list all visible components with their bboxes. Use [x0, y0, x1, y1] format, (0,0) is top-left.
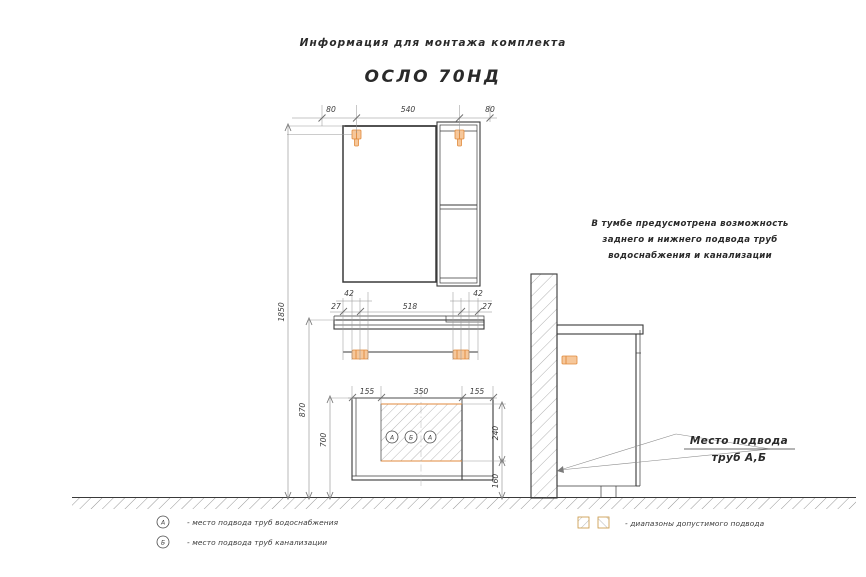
zone-marker-b-center: Б [404, 430, 418, 444]
callout-line-2: труб А,Б [712, 452, 767, 464]
dim-vanity-right-outer: 42 [473, 289, 483, 298]
dimension-height-counter: 870 [298, 316, 336, 501]
legend-text-sewer: - место подвода труб канализации [187, 538, 327, 547]
page-title: Информация для монтажа комплекта [300, 37, 567, 49]
dimension-chain-vanity-top: 42 27 518 42 27 [330, 289, 492, 360]
dim-mirror-center: 540 [401, 105, 416, 114]
dimension-zone-upper: 240 [462, 400, 506, 465]
mirror-mount-bracket-right [454, 129, 465, 147]
legend-row-ranges: - диапазоны допустимого подвода [577, 516, 765, 529]
cabinet-note-line-2: заднего и нижнего подвода труб [601, 234, 777, 245]
dim-vanity-left-outer: 42 [344, 289, 354, 298]
side-connection-marker [561, 355, 578, 365]
cabinet-note-line-3: водоснабжения и канализации [608, 250, 772, 261]
dimension-zone-lower: 160 [491, 457, 506, 501]
legend-text-water: - место подвода труб водоснабжения [187, 518, 339, 527]
dim-zone-upper: 240 [491, 426, 500, 441]
mirror-cabinet-front-view [342, 121, 481, 287]
dim-zone-lower: 160 [491, 474, 500, 489]
floor-hatching [72, 496, 856, 509]
zone-marker-label: Б [409, 435, 413, 442]
callout-leader [557, 433, 771, 473]
wall-section-hatched [530, 273, 558, 499]
vanity-front-view [333, 315, 485, 353]
legend-row-sewer: Б - место подвода труб канализации [156, 535, 327, 549]
cabinet-side-view [556, 324, 644, 497]
dim-base-center: 350 [414, 387, 429, 396]
dim-height-counter: 870 [298, 403, 307, 418]
dim-vanity-right-inner: 27 [482, 302, 492, 311]
dimension-height-zone: 700 [319, 394, 354, 501]
dim-base-right: 155 [470, 387, 485, 396]
dim-height-total: 1850 [277, 302, 286, 321]
dimension-chain-mirror-top: 80 540 80 [292, 105, 497, 133]
dim-vanity-left-inner: 27 [331, 302, 341, 311]
zone-marker-a-right: А [423, 430, 437, 444]
dimension-chain-base-top: 155 350 155 [348, 386, 498, 404]
legend-swatch-hatch-left [597, 516, 610, 529]
dimension-height-total: 1850 [277, 122, 345, 501]
zone-marker-label: А [427, 435, 432, 442]
legend-text-ranges: - диапазоны допустимого подвода [625, 519, 765, 528]
dim-vanity-center: 518 [403, 302, 418, 311]
legend-row-water: А - место подвода труб водоснабжения [156, 515, 339, 529]
legend-symbol-b: Б [161, 540, 165, 547]
legend-symbol-a: А [160, 520, 165, 527]
dim-height-zone: 700 [319, 433, 328, 448]
dim-mirror-left: 80 [326, 105, 336, 114]
callout-line-1: Место подвода [690, 435, 788, 447]
dim-mirror-right: 80 [485, 105, 495, 114]
dim-base-left: 155 [360, 387, 375, 396]
zone-marker-a-left: А [385, 430, 399, 444]
model-name: ОСЛО 70НД [365, 67, 502, 87]
zone-marker-label: А [389, 435, 394, 442]
legend-swatch-hatch-right [577, 516, 590, 529]
cabinet-note-line-1: В тумбе предусмотрена возможность [591, 218, 788, 229]
